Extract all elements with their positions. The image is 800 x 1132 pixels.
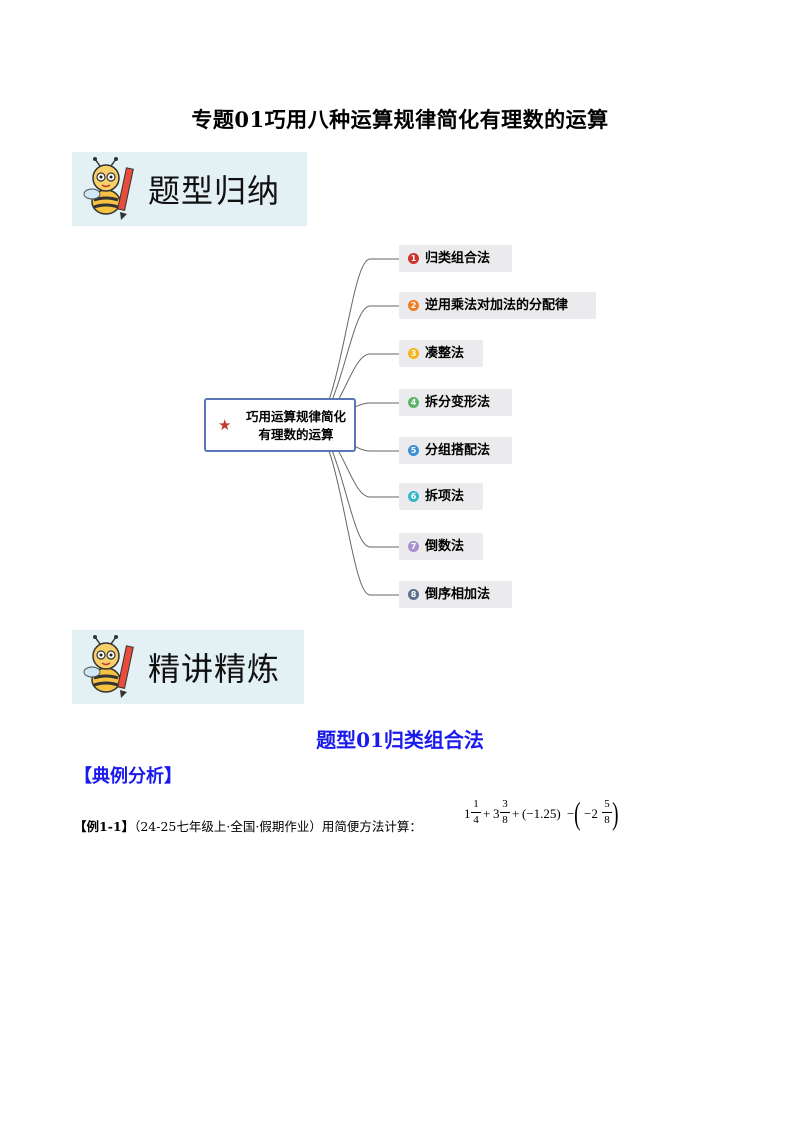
- node-label: 归类组合法: [425, 251, 491, 266]
- bee-pencil-icon: [83, 157, 134, 220]
- mindmap-node-7: 7 倒数法: [399, 533, 483, 560]
- node-number-badge: 8: [408, 589, 419, 600]
- center-line-2: 有理数的运算: [258, 427, 334, 442]
- center-line-1: 巧用运算规律简化: [245, 409, 346, 424]
- node-number-badge: 2: [408, 300, 419, 311]
- example-text: （24-25七年级上·全国·假期作业）用简便方法计算：: [134, 819, 422, 834]
- mindmap-node-4: 4 拆分变形法: [399, 389, 512, 416]
- node-number-badge: 4: [408, 397, 419, 408]
- term1-whole: 1: [464, 806, 471, 821]
- node-number-badge: 5: [408, 445, 419, 456]
- section-title: 题型01归类组合法: [316, 728, 484, 752]
- node-label: 倒数法: [425, 539, 465, 554]
- node-number-badge: 6: [408, 491, 419, 502]
- node-label: 拆项法: [425, 489, 465, 504]
- document-title: 专题01巧用八种运算规律简化有理数的运算: [191, 107, 609, 132]
- node-label: 分组搭配法: [425, 443, 491, 458]
- node-label: 逆用乘法对加法的分配律: [425, 298, 569, 313]
- mindmap-node-8: 8 倒序相加法: [399, 581, 512, 608]
- node-label: 凑整法: [425, 346, 465, 361]
- star-icon: ★: [218, 416, 232, 434]
- banner-label: 精讲精炼: [148, 650, 281, 688]
- right-paren: ): [612, 795, 619, 831]
- node-number-badge: 3: [408, 348, 419, 359]
- node-label: 倒序相加法: [425, 587, 491, 602]
- example-line: 【例1-1】（24-25七年级上·全国·假期作业）用简便方法计算：: [74, 816, 422, 835]
- mindmap-node-6: 6 拆项法: [399, 483, 483, 510]
- op-minus: −: [567, 806, 575, 821]
- banner-label: 题型归纳: [148, 172, 281, 210]
- term4-whole: −2: [584, 806, 598, 821]
- example-tag: 【例1-1】: [74, 819, 135, 834]
- analysis-heading: 【典例分析】: [74, 766, 182, 787]
- node-number-badge: 1: [408, 253, 419, 264]
- banner-lecture-practice: 精讲精炼: [72, 630, 304, 704]
- mindmap-node-5: 5 分组搭配法: [399, 437, 512, 464]
- bee-pencil-icon: [83, 635, 134, 698]
- node-number-badge: 7: [408, 541, 419, 552]
- left-paren: (: [574, 795, 581, 831]
- op-plus-2: +: [512, 806, 520, 821]
- node-label: 拆分变形法: [425, 395, 491, 410]
- term3: (−1.25): [522, 806, 561, 821]
- mindmap-node-2: 2 逆用乘法对加法的分配律: [399, 292, 596, 319]
- term2-whole: 3: [493, 806, 500, 821]
- op-plus-1: +: [483, 806, 491, 821]
- mindmap-center-node: ★ 巧用运算规律简化 有理数的运算: [204, 398, 356, 452]
- banner-question-types: 题型归纳: [72, 152, 307, 226]
- mindmap-node-1: 1 归类组合法: [399, 245, 512, 272]
- mindmap-node-3: 3 凑整法: [399, 340, 483, 367]
